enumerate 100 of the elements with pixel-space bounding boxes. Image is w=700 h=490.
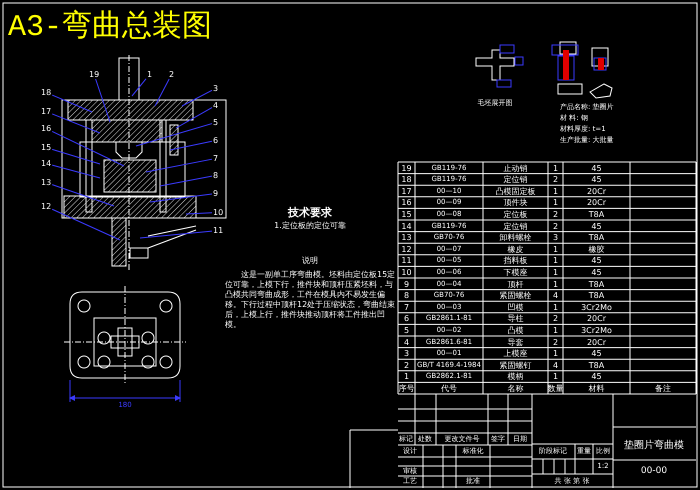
table-cell: 1 xyxy=(552,256,558,266)
table-cell: 13 xyxy=(401,233,412,244)
table-cell: 止动销 xyxy=(504,164,528,174)
table-cell: 7 xyxy=(404,302,410,313)
table-cell: 45 xyxy=(591,372,602,382)
table-cell: 1 xyxy=(552,280,558,290)
description-paragraph: 这是一副单工序弯曲模。坯料由定位板15定位可靠，上模下行，推件块和顶杆压紧坯料，与凸模共同弯曲成形，工件在模具内不易发生偏移。下行过程中顶杆12处于压缩状态，弯曲结束后，上模上行，推件块推动顶杆将工件推出凹模。 xyxy=(225,270,396,330)
callout-number: 18 xyxy=(40,88,52,97)
table-cell: T8A xyxy=(588,280,604,290)
table-cell: 上模座 xyxy=(504,349,528,360)
leader-line xyxy=(52,164,100,178)
table-header: 序号 xyxy=(398,384,414,394)
callout-number: 10 xyxy=(212,208,224,217)
table-header: 代号 xyxy=(441,384,457,394)
leader-line xyxy=(132,78,146,96)
table-cell: 橡皮 xyxy=(508,244,524,255)
table-cell: 3 xyxy=(552,233,558,244)
callout-number: 15 xyxy=(40,143,52,152)
table-cell: 10 xyxy=(401,268,412,278)
table-cell: 1 xyxy=(552,349,558,360)
leader-line xyxy=(150,193,212,202)
table-header: 名称 xyxy=(508,384,524,394)
table-cell: T8A xyxy=(588,210,604,220)
drawing-name: 垫圈片弯曲模 xyxy=(624,440,684,452)
callout-number: 12 xyxy=(40,202,52,211)
table-cell: 4 xyxy=(552,360,558,371)
table-cell: 16 xyxy=(401,198,412,208)
leader-line xyxy=(146,158,212,172)
table-cell: 紧固螺栓 xyxy=(500,291,532,302)
requirement-note: 1.定位板的定位可靠 xyxy=(274,221,346,231)
table-cell: 6 xyxy=(404,314,410,324)
table-cell: 2 xyxy=(552,314,558,324)
table-header: 备注 xyxy=(655,384,671,394)
table-cell: 2 xyxy=(552,175,558,186)
table-cell: 3Cr2Mo xyxy=(581,326,612,336)
table-cell: 4 xyxy=(404,338,410,348)
callout-number: 4 xyxy=(212,101,220,110)
table-cell: 2 xyxy=(552,338,558,348)
requirements-heading: 技术要求 xyxy=(288,206,332,219)
callout-number: 19 xyxy=(88,70,100,79)
table-cell: 1 xyxy=(552,268,558,278)
leader-line xyxy=(186,212,212,214)
callout-number: 9 xyxy=(212,189,220,198)
table-cell: T8A xyxy=(588,291,604,302)
table-cell: 紧固螺钉 xyxy=(500,360,532,371)
table-header: 数量 xyxy=(548,384,564,394)
leader-line xyxy=(52,148,100,164)
table-cell: 20Cr xyxy=(586,198,606,208)
table-cell: 模柄 xyxy=(508,372,524,382)
table-cell: 凸模固定板 xyxy=(496,186,536,197)
callout-number: 16 xyxy=(40,124,52,133)
leader-line xyxy=(52,113,100,134)
leader-line xyxy=(52,184,114,206)
leader-line xyxy=(52,130,124,166)
table-cell: 45 xyxy=(591,175,602,186)
table-cell: 凹模 xyxy=(508,302,524,313)
leader-line xyxy=(160,176,212,186)
callout-number: 3 xyxy=(212,84,220,93)
table-cell: 1 xyxy=(552,372,558,382)
table-cell: 20Cr xyxy=(586,338,606,348)
table-cell: 下模座 xyxy=(504,268,528,278)
table-cell: 45 xyxy=(591,349,602,360)
table-cell: 14 xyxy=(401,222,412,232)
table-cell: 3Cr2Mo xyxy=(581,302,612,313)
table-cell: 45 xyxy=(591,222,602,232)
table-cell: 12 xyxy=(401,244,412,255)
table-cell: 挡料板 xyxy=(504,256,528,266)
table-cell: 20Cr xyxy=(586,314,606,324)
table-cell: 1 xyxy=(552,326,558,336)
leader-line xyxy=(136,123,212,146)
table-cell: 11 xyxy=(401,256,412,266)
table-cell: 卸料螺栓 xyxy=(500,233,532,244)
table-cell: 4 xyxy=(552,291,558,302)
notes-heading: 说明 xyxy=(302,256,318,266)
callout-number: 5 xyxy=(212,118,220,127)
callout-number: 8 xyxy=(212,171,220,180)
table-cell: 45 xyxy=(591,256,602,266)
table-cell: 凸模 xyxy=(508,326,524,336)
table-cell: 橡胶 xyxy=(588,244,604,255)
table-cell: 17 xyxy=(401,186,412,197)
callout-number: 7 xyxy=(212,154,220,163)
callout-number: 13 xyxy=(40,178,52,187)
leader-line xyxy=(182,90,212,106)
table-cell: 2 xyxy=(552,210,558,220)
table-cell: 19 xyxy=(401,164,412,174)
leader-line xyxy=(52,94,92,112)
table-cell: 20Cr xyxy=(586,186,606,197)
table-cell: 18 xyxy=(401,175,412,186)
table-header: 材料 xyxy=(588,384,604,394)
title-block-text: 00-00 xyxy=(640,466,668,477)
table-cell: 顶杆 xyxy=(508,280,524,290)
table-cell: T8A xyxy=(588,360,604,371)
table-cell: 定位销 xyxy=(504,175,528,186)
table-cell: 导柱 xyxy=(508,314,524,324)
leader-line xyxy=(95,78,110,122)
callout-number: 6 xyxy=(212,136,220,145)
table-cell: 15 xyxy=(401,210,412,220)
leader-line xyxy=(154,78,170,106)
table-cell: 9 xyxy=(404,280,410,290)
table-cell: 45 xyxy=(591,164,602,174)
